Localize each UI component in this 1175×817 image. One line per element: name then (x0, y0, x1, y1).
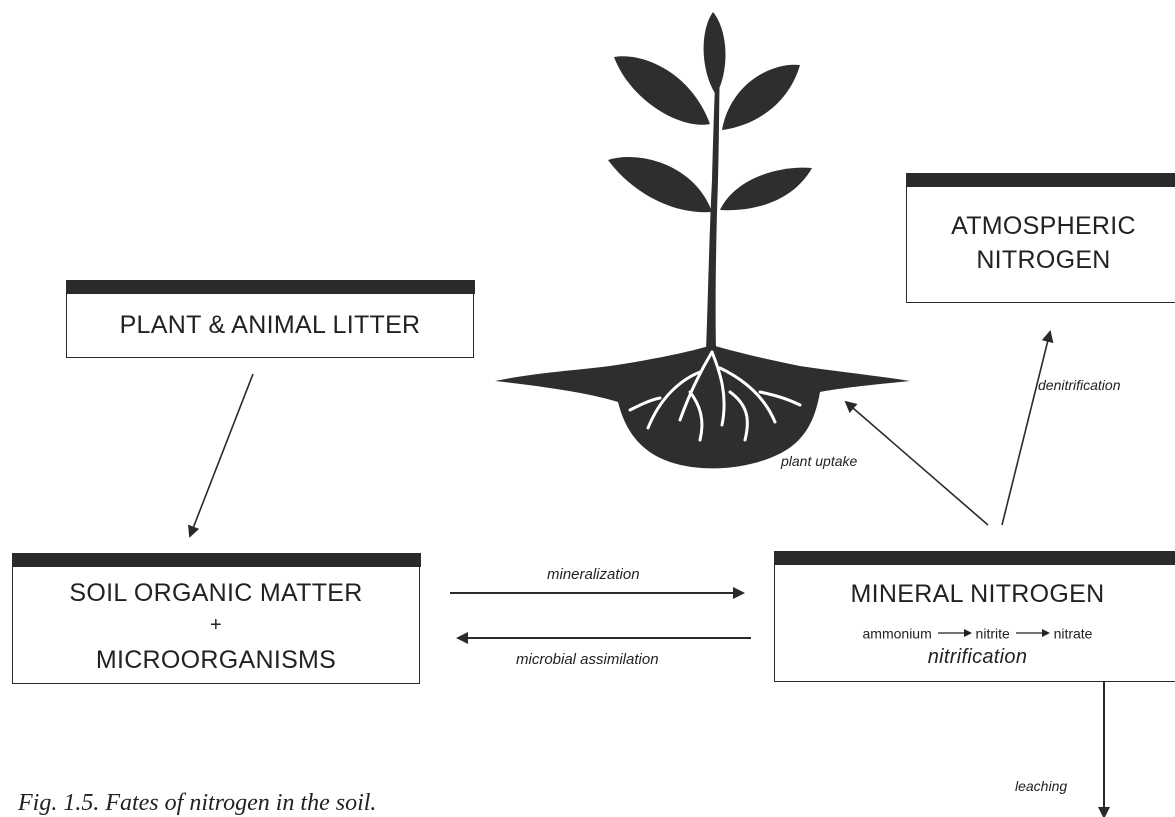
figure-caption: Fig. 1.5. Fates of nitrogen in the soil. (18, 790, 377, 816)
som-line1: SOIL ORGANIC MATTER (69, 579, 363, 607)
atmos-line1: ATMOSPHERIC (951, 212, 1136, 240)
nitrate-label: nitrate (1053, 625, 1093, 642)
box-soil-organic-matter: SOIL ORGANIC MATTER + MICROORGANISMS (11, 552, 421, 684)
denitrification-arrow (1001, 330, 1054, 526)
som-line2: + (210, 614, 222, 636)
arrow-right-icon (1015, 629, 1050, 638)
denitrification-label: denitrification (1038, 377, 1121, 393)
nitrite-label: nitrite (975, 625, 1010, 642)
mineral-title: MINERAL NITROGEN (850, 580, 1105, 608)
box-mineral-nitrogen: MINERAL NITROGEN ammonium nitrite nitrat… (773, 550, 1175, 682)
som-line3: MICROORGANISMS (95, 646, 337, 674)
box-plant-animal-litter: PLANT & ANIMAL LITTER (65, 279, 475, 358)
leaching-label: leaching (1015, 778, 1068, 794)
microbial-assimilation-label: microbial assimilation (516, 651, 659, 668)
plant-uptake-label: plant uptake (781, 453, 858, 469)
box-atmospheric-nitrogen: ATMOSPHERIC NITROGEN (905, 172, 1175, 303)
litter-to-som-arrow (188, 373, 254, 538)
nitrification-label: nitrification (927, 646, 1028, 668)
mineralization-label: mineralization (547, 566, 640, 583)
ammonium-label: ammonium (862, 625, 932, 642)
litter-label: PLANT & ANIMAL LITTER (119, 311, 421, 339)
arrow-right-icon (937, 629, 972, 638)
plant-uptake-arrow (844, 400, 989, 526)
nitrification-chain: ammonium nitrite nitrate (775, 624, 1175, 641)
atmos-line2: NITROGEN (976, 246, 1111, 274)
